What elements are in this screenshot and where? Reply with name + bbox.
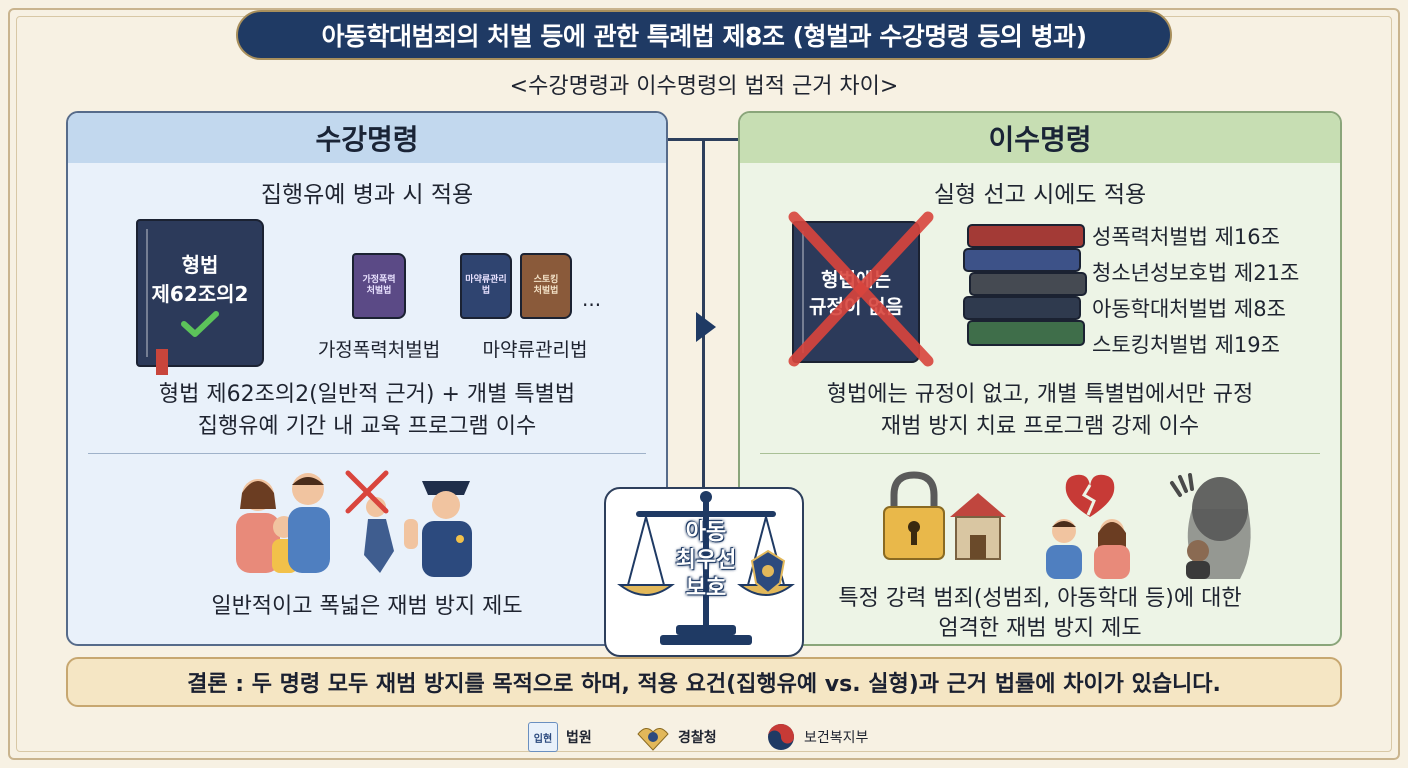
right-desc-1: 형법에는 규정이 없고, 개별 특별법에서만 규정 xyxy=(826,382,1254,407)
checkmark-icon xyxy=(181,311,219,337)
child-priority-scale-box: 아동 최우선 보호 xyxy=(604,487,804,657)
right-panel-isumyeongryeong: 이수명령 실형 선고 시에도 적용 형법에는 규정이 없음 성폭력처벌법 제16… xyxy=(738,111,1342,646)
bookmark-ribbon xyxy=(156,349,168,375)
court-emblem-icon: 입현 xyxy=(528,722,558,752)
page-title: 아동학대범죄의 처벌 등에 관한 특례법 제8조 (형벌과 수강명령 등의 병과… xyxy=(236,10,1172,60)
offender-icon xyxy=(345,470,394,573)
left-panel-condition: 집행유예 병과 시 적용 xyxy=(260,182,474,208)
page-subtitle: <수강명령과 이수명령의 법적 근거 차이> xyxy=(509,74,899,99)
house-icon xyxy=(950,493,1006,560)
law-item: 아동학대처벌법 제8조 xyxy=(1092,297,1286,321)
broken-heart-icon xyxy=(1065,474,1115,517)
health-welfare-name: 보건복지부 xyxy=(804,730,869,746)
child-priority-text: 아동 최우선 보호 xyxy=(675,520,737,601)
protection-illustration xyxy=(883,471,1251,579)
arrow-right-icon xyxy=(696,312,716,342)
police-emblem-icon xyxy=(637,728,669,751)
left-divider xyxy=(88,453,646,454)
right-bottom-desc-1: 특정 강력 범죄(성범죄, 아동학대 등)에 대한 xyxy=(838,586,1242,611)
left-desc-1: 형법 제62조의2(일반적 근거) + 개별 특별법 xyxy=(158,382,576,407)
threatening-shadow-icon xyxy=(1170,473,1251,579)
health-welfare-logo: 보건복지부 xyxy=(766,722,868,752)
drug-control-law-label: 마약류관리법 xyxy=(482,339,588,361)
mother-icon xyxy=(236,479,280,573)
right-panel-heading: 이수명령 xyxy=(740,113,1340,163)
right-desc-2: 재범 방지 치료 프로그램 강제 이수 xyxy=(880,414,1200,439)
father-icon xyxy=(288,473,330,573)
red-cross-icon xyxy=(788,211,934,367)
police-logo: 경찰청 xyxy=(636,722,717,752)
right-panel-condition: 실형 선고 시에도 적용 xyxy=(933,182,1147,208)
law-item: 청소년성보호법 제21조 xyxy=(1092,261,1300,285)
police-badge-icon xyxy=(750,549,786,595)
court-name: 법원 xyxy=(566,730,592,746)
criminal-law-book-icon: 형법 제62조의2 xyxy=(136,219,264,367)
left-panel-suganmyeongryeong: 수강명령 집행유예 병과 시 적용 형법 제62조의2 가정폭력 처벌법 가정폭… xyxy=(66,111,668,646)
special-law-list: 성폭력처벌법 제16조 청소년성보호법 제21조 아동학대처벌법 제8조 스토킹… xyxy=(1092,219,1299,363)
left-desc-2: 집행유예 기간 내 교육 프로그램 이수 xyxy=(197,414,537,439)
domestic-violence-law-label: 가정폭력처벌법 xyxy=(317,339,441,361)
book-stack-icon xyxy=(963,224,1087,346)
right-bottom-desc-2: 엄격한 재범 방지 제도 xyxy=(938,616,1142,641)
court-logo: 입현 법원 xyxy=(528,722,592,752)
law-item: 성폭력처벌법 제16조 xyxy=(1092,225,1280,249)
outer-frame xyxy=(8,8,1400,760)
conclusion-banner: 결론 : 두 명령 모두 재범 방지를 목적으로 하며, 적용 요건(집행유예 … xyxy=(66,657,1342,707)
police-officer-icon xyxy=(404,481,472,577)
couple-icon xyxy=(1046,519,1130,579)
right-divider xyxy=(760,453,1320,454)
book-title-line2: 제62조의2 xyxy=(151,282,249,306)
domestic-violence-law-book-icon: 가정폭력 처벌법 xyxy=(352,253,406,319)
drug-control-law-book-icon: 마약류관리 법 xyxy=(460,253,512,319)
family-police-illustration xyxy=(236,470,472,577)
ellipsis-text: ... xyxy=(582,287,602,311)
police-name: 경찰청 xyxy=(678,730,717,746)
scale-of-justice-icon xyxy=(617,491,795,645)
connector-horizontal xyxy=(668,138,740,141)
padlock-icon xyxy=(883,471,945,560)
taegeuk-emblem-icon xyxy=(768,724,794,750)
left-bottom-desc: 일반적이고 폭넓은 재범 방지 제도 xyxy=(211,594,523,619)
law-item: 스토킹처벌법 제19조 xyxy=(1092,333,1280,357)
connector-vertical xyxy=(702,140,705,492)
book-title-line1: 형법 xyxy=(181,253,219,277)
left-panel-heading: 수강명령 xyxy=(68,113,666,163)
